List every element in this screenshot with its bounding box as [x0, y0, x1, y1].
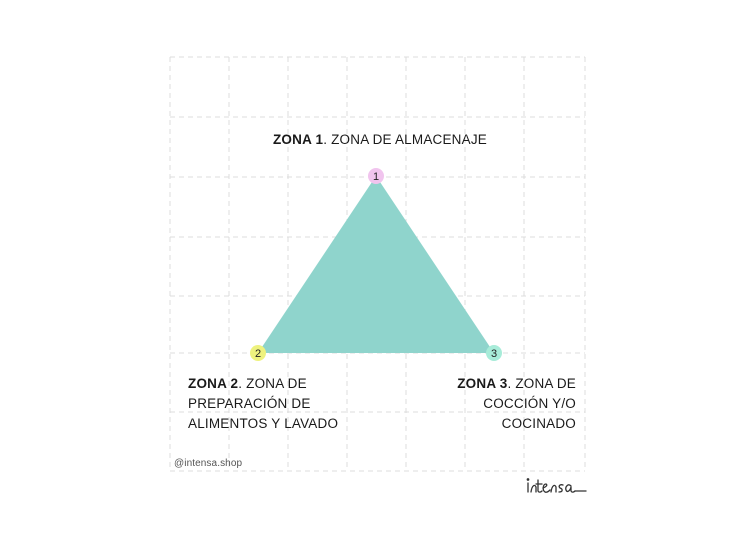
- marker-1-number: 1: [373, 171, 379, 183]
- zone-2-title: ZONA 2: [188, 376, 239, 391]
- zone-marker-2: 2: [250, 345, 266, 361]
- work-triangle: [258, 176, 494, 353]
- zone-2-description-line-1: . ZONA DE: [238, 376, 307, 391]
- zone-1-title: ZONA 1: [272, 132, 324, 147]
- zone-2-label: ZONA 2. ZONA DE PREPARACIÓN DE ALIMENTOS…: [188, 374, 388, 434]
- zone-marker-3: 3: [486, 345, 502, 361]
- zone-3-title: ZONA 3: [457, 376, 508, 391]
- zone-marker-1: 1: [368, 168, 384, 184]
- zone-2-description-line-3: ALIMENTOS Y LAVADO: [188, 416, 339, 431]
- zone-3-description-line-2: COCCIÓN Y/O: [483, 396, 576, 411]
- zone-3-description-line-1: . ZONA DE: [507, 376, 576, 391]
- marker-3-number: 3: [491, 348, 497, 360]
- zone-2-description-line-2: PREPARACIÓN DE: [188, 396, 311, 411]
- social-handle: @intensa.shop: [174, 458, 243, 469]
- brand-logo: [526, 478, 587, 493]
- zone-1-label: ZONA 1. ZONA DE ALMACENAJE: [230, 130, 530, 150]
- marker-2-number: 2: [255, 348, 261, 360]
- zone-3-description-line-3: COCINADO: [501, 416, 576, 431]
- zone-3-label: ZONA 3. ZONA DE COCCIÓN Y/O COCINADO: [376, 374, 576, 434]
- zone-1-description: . ZONA DE ALMACENAJE: [323, 132, 487, 147]
